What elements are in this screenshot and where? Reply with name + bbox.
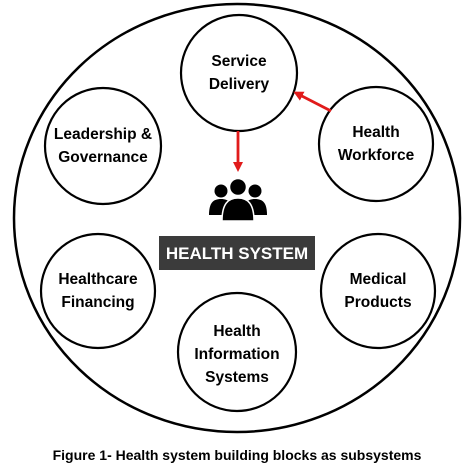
health-system-label: HEALTH SYSTEM [166, 244, 308, 263]
service-delivery-line2: Delivery [209, 76, 270, 93]
block-healthcare-financing: Healthcare Financing [39, 232, 157, 350]
block-leadership-governance: Leadership & Governance [43, 86, 163, 206]
leadership-line2: Governance [58, 149, 148, 166]
leadership-line1: Leadership & [54, 126, 152, 143]
health-workforce-line2: Workforce [338, 147, 415, 164]
his-line3: Systems [205, 369, 269, 386]
service-delivery-line1: Service [211, 53, 267, 70]
block-health-workforce: Health Workforce [317, 85, 435, 203]
arrow-workforce-to-delivery [293, 91, 332, 113]
health-workforce-line1: Health [352, 124, 399, 141]
healthcare-financing-line1: Healthcare [58, 271, 138, 288]
his-line1: Health [213, 323, 260, 340]
block-health-information-systems: Health Information Systems [176, 291, 298, 413]
block-medical-products: Medical Products [319, 232, 437, 350]
his-line2: Information [194, 346, 279, 363]
block-service-delivery: Service Delivery [179, 13, 299, 133]
medical-products-line2: Products [344, 294, 411, 311]
people-group-icon [209, 177, 267, 222]
figure-caption: Figure 1- Health system building blocks … [53, 447, 422, 463]
medical-products-line1: Medical [350, 271, 407, 288]
health-system-box: HEALTH SYSTEM [159, 236, 315, 270]
outer-system-circle [12, 2, 462, 434]
healthcare-financing-line2: Financing [61, 294, 134, 311]
